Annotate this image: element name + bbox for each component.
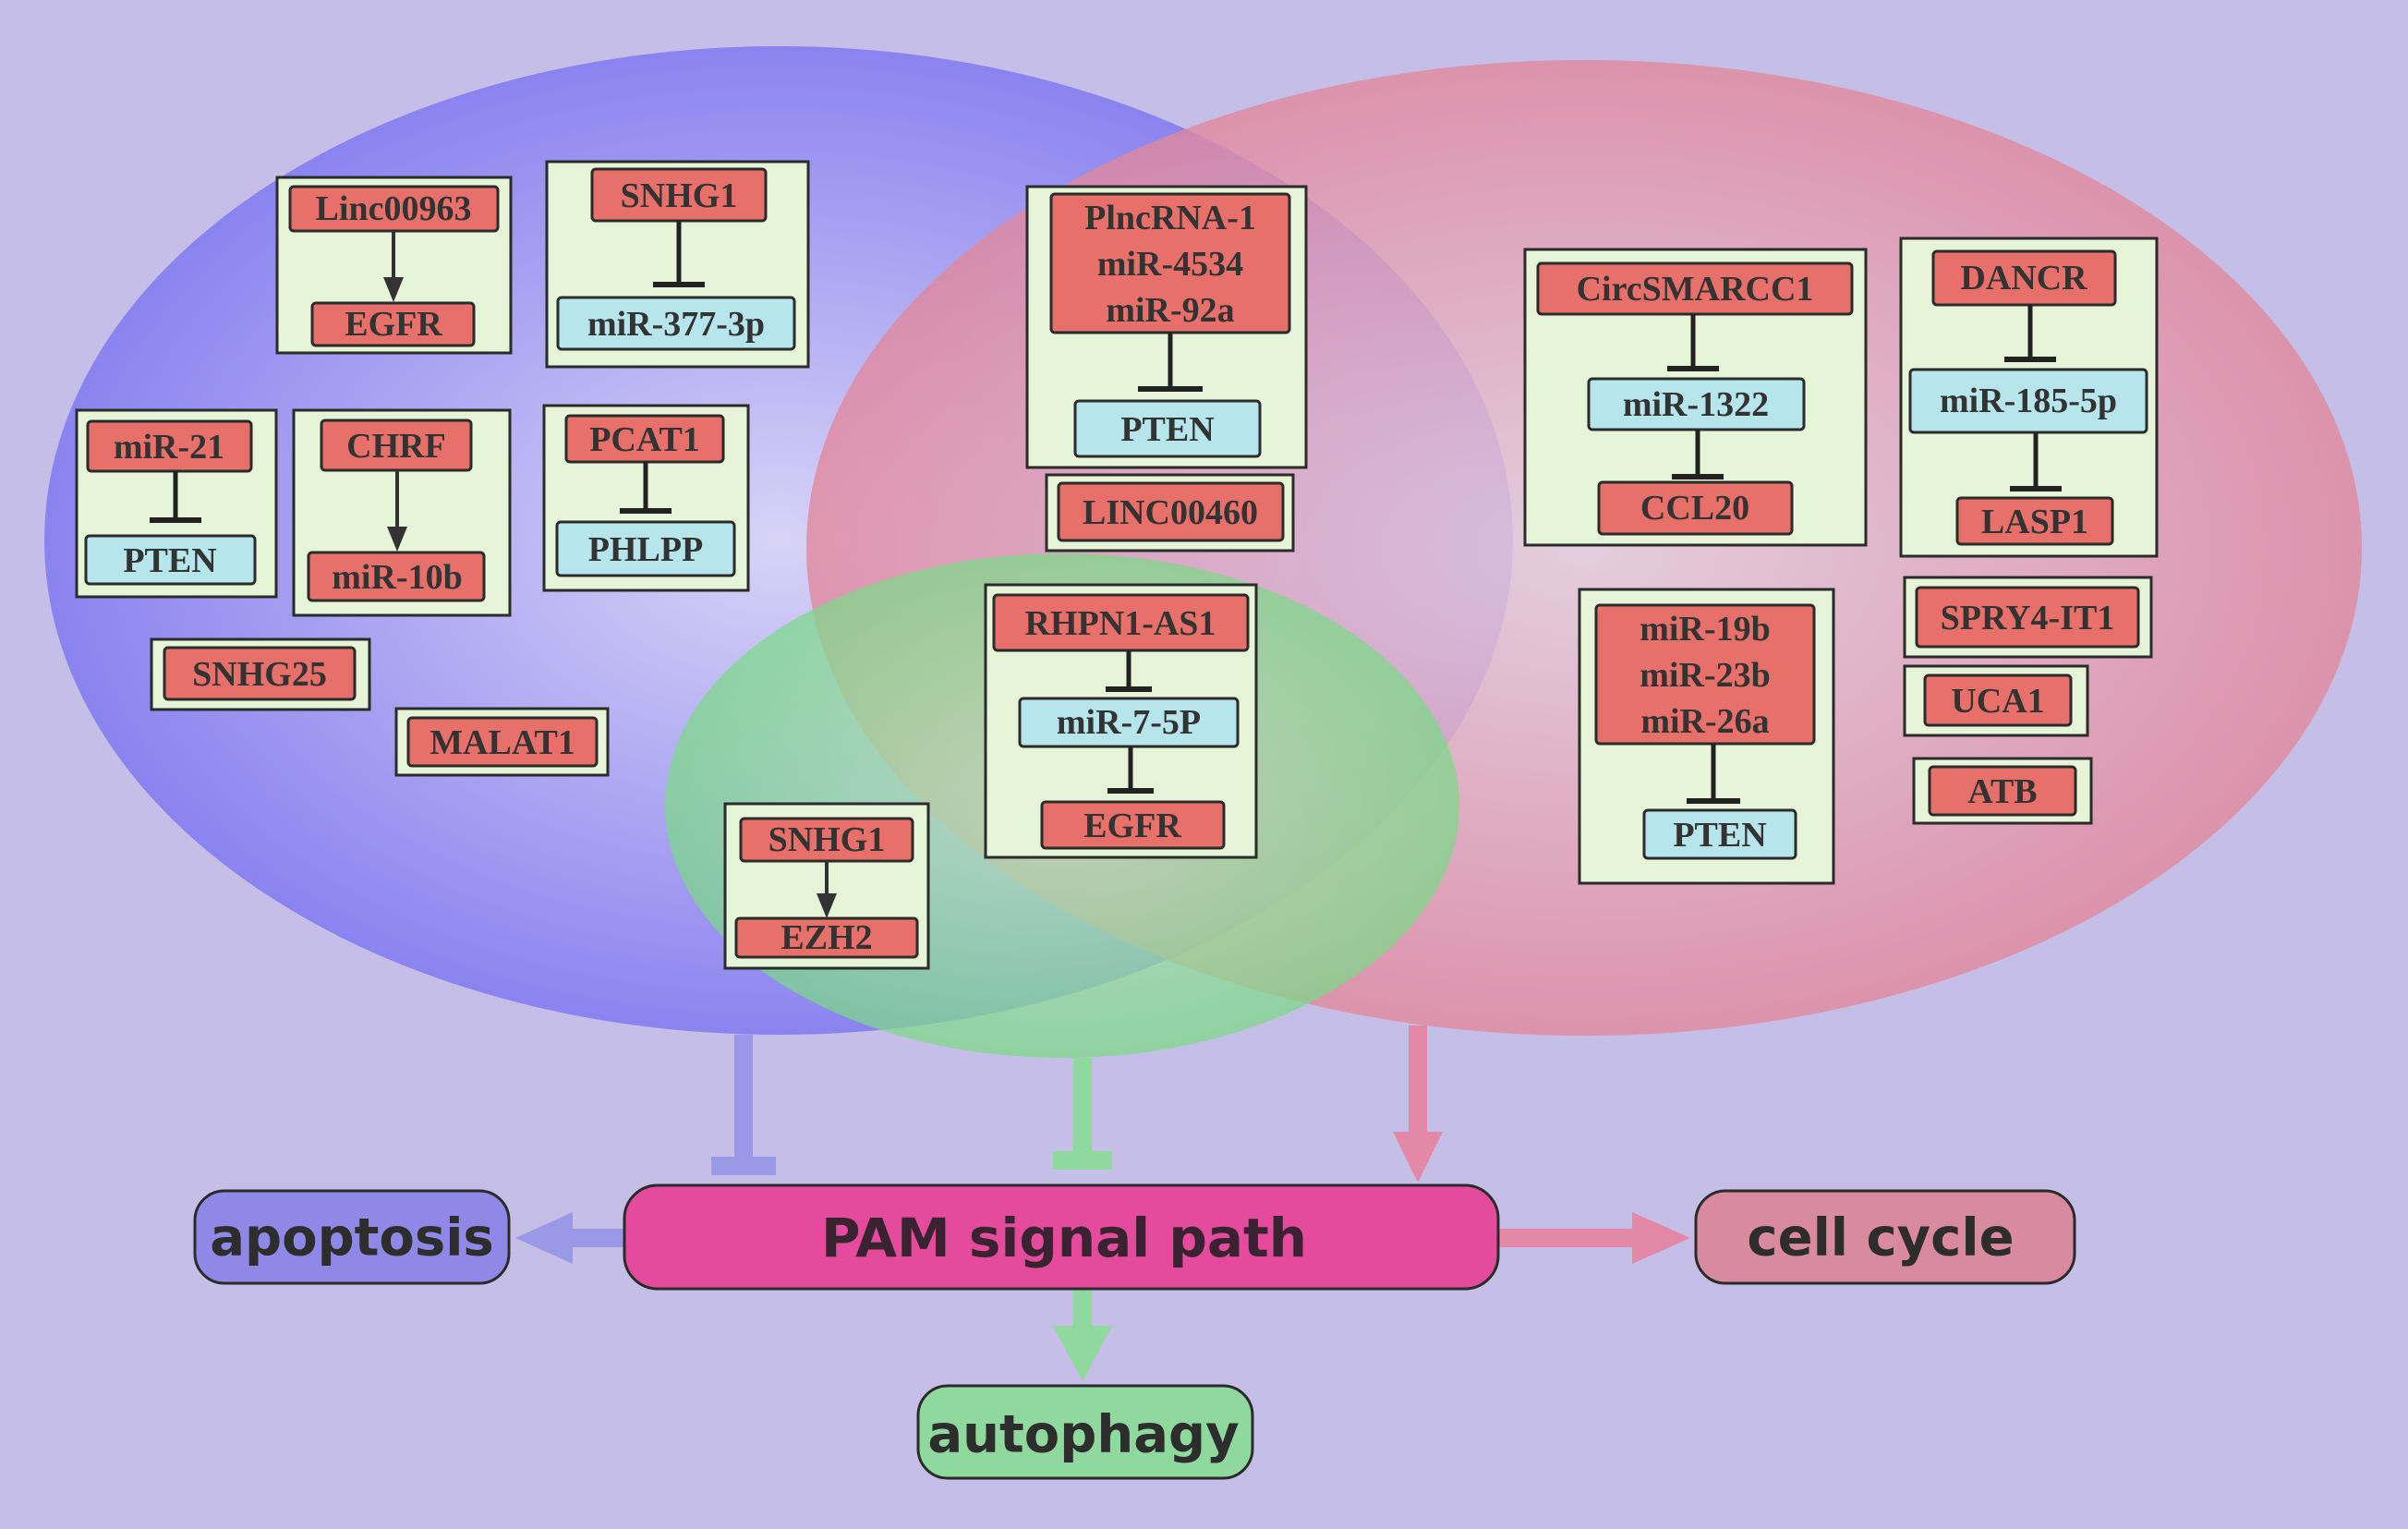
pam-to-autophagy-arrow	[1053, 1289, 1112, 1381]
linc00963-label: Linc00963	[316, 189, 472, 228]
pam-to-cell-cycle-arrow	[1498, 1212, 1690, 1264]
mir-7-5p-label: miR-7-5P	[1057, 703, 1201, 742]
egfr-label: EGFR	[1083, 807, 1181, 845]
snhg1-label: SNHG1	[621, 176, 738, 215]
mir-4534-label: miR-4534	[1097, 245, 1243, 284]
dancr-panel: DANCR miR-185-5p LASP1	[1899, 237, 2159, 558]
autophagy-label: autophagy	[927, 1405, 1239, 1465]
atb-panel: ATB	[1912, 757, 2093, 825]
mir-26a-label: miR-26a	[1640, 702, 1769, 741]
mir21-panel: miR-21 PTEN	[75, 408, 278, 599]
spry4-it1-label: SPRY4-IT1	[1941, 599, 2115, 637]
pten-label: PTEN	[1673, 816, 1766, 855]
apoptosis-label: apoptosis	[210, 1208, 494, 1268]
green-inhibit-connector	[1053, 1058, 1112, 1170]
snhg25-panel: SNHG25	[150, 637, 371, 711]
dancr-label: DANCR	[1960, 259, 2087, 297]
uca1-label: UCA1	[1951, 682, 2044, 721]
snhg1-label: SNHG1	[768, 820, 886, 859]
mir-23b-label: miR-23b	[1640, 656, 1770, 695]
pam-signal-path-node: PAM signal path	[623, 1183, 1500, 1291]
spry4-it1-panel: SPRY4-IT1	[1903, 576, 2153, 659]
circsmarcc1-panel: CircSMARCC1 miR-1322 CCL20	[1523, 248, 1868, 547]
autophagy-node: autophagy	[916, 1384, 1254, 1480]
pten-label: PTEN	[123, 541, 216, 580]
pten-label: PTEN	[1120, 410, 1214, 449]
rhpn1-as1-panel: RHPN1-AS1 miR-7-5P EGFR	[984, 583, 1258, 859]
linc00460-panel: LINC00460	[1045, 473, 1295, 552]
pcat1-panel: PCAT1 PHLPP	[542, 404, 750, 592]
snhg1-mir377-panel: SNHG1 miR-377-3p	[545, 160, 810, 369]
mir-10b-label: miR-10b	[332, 558, 462, 597]
pam-signal-path-label: PAM signal path	[821, 1207, 1307, 1269]
red-activate-connector	[1393, 1025, 1443, 1183]
ezh2-label: EZH2	[780, 918, 872, 957]
plncrna-panel: PlncRNA-1 miR-4534 miR-92a PTEN	[1025, 185, 1308, 469]
blue-inhibit-connector	[711, 1035, 776, 1175]
malat1-label: MALAT1	[430, 723, 575, 762]
mir19b-panel: miR-19b miR-23b miR-26a PTEN	[1578, 588, 1835, 885]
mir-377-3p-label: miR-377-3p	[587, 305, 765, 344]
apoptosis-node: apoptosis	[193, 1189, 511, 1285]
linc00460-label: LINC00460	[1083, 493, 1258, 532]
atb-label: ATB	[1967, 772, 2037, 811]
pam-to-apoptosis-arrow	[515, 1212, 624, 1264]
phlpp-label: PHLPP	[588, 530, 704, 569]
mir-185-5p-label: miR-185-5p	[1940, 382, 2117, 420]
mir-21-label: miR-21	[114, 428, 224, 467]
malat1-panel: MALAT1	[394, 707, 610, 777]
chrf-panel: CHRF miR-10b	[292, 408, 512, 617]
rhpn1-as1-label: RHPN1-AS1	[1025, 604, 1216, 643]
pcat1-label: PCAT1	[589, 420, 700, 459]
cell-cycle-label: cell cycle	[1747, 1208, 2014, 1268]
uca1-panel: UCA1	[1903, 664, 2089, 737]
chrf-label: CHRF	[346, 427, 446, 466]
snhg1-ezh2-panel: SNHG1 EZH2	[723, 802, 930, 970]
mir-92a-label: miR-92a	[1106, 291, 1234, 330]
linc00963-panel: Linc00963 EGFR	[275, 176, 513, 355]
circsmarcc1-label: CircSMARCC1	[1577, 270, 1814, 309]
egfr-label: EGFR	[345, 305, 442, 344]
lasp1-label: LASP1	[1981, 503, 2088, 541]
ccl20-label: CCL20	[1640, 489, 1749, 528]
plncrna-1-label: PlncRNA-1	[1084, 199, 1256, 237]
snhg25-label: SNHG25	[192, 655, 327, 694]
mir-1322-label: miR-1322	[1623, 385, 1769, 424]
cell-cycle-node: cell cycle	[1694, 1189, 2076, 1285]
mir-19b-label: miR-19b	[1640, 610, 1770, 649]
